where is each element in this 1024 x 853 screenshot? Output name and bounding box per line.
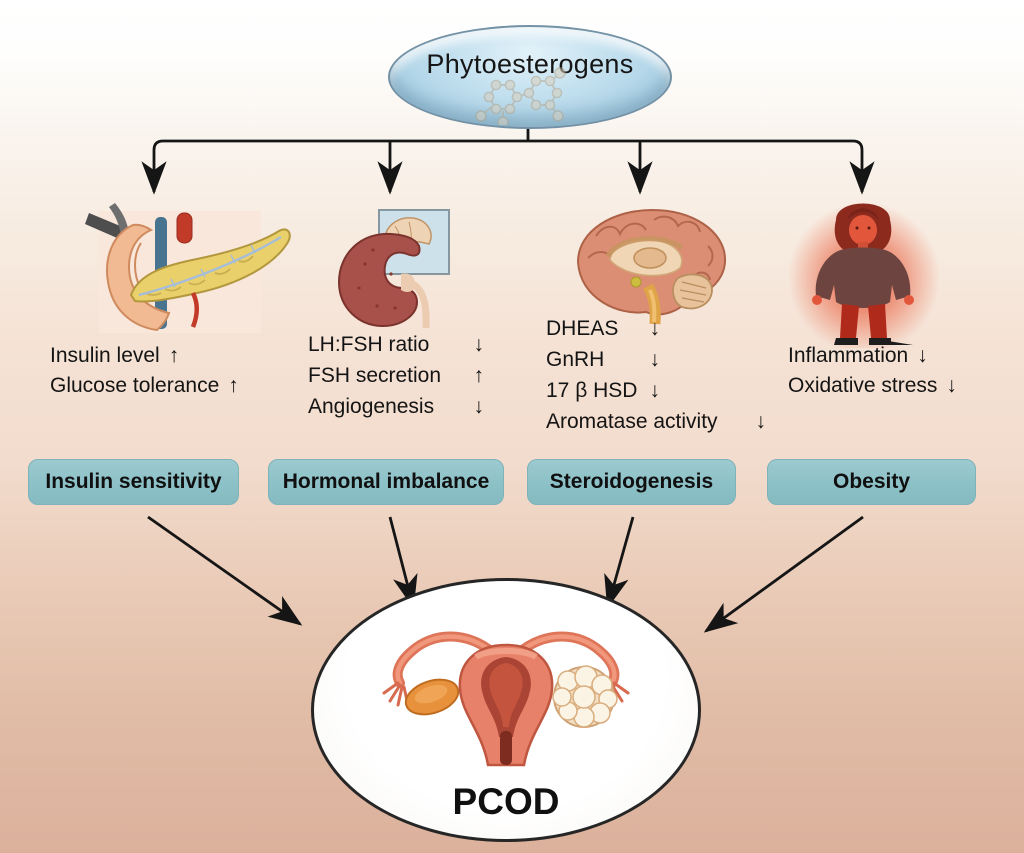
root-node-label: Phytoesterogens — [426, 49, 634, 79]
effect-label: LH:FSH ratio — [308, 333, 430, 356]
effect-label: Inflammation — [788, 344, 909, 367]
root-node-phytoestrogens: Phytoesterogens — [388, 25, 672, 129]
decrease-arrow-glyph: ↓ — [917, 344, 928, 367]
effect-line: LH:FSH ratio ↓ — [308, 329, 484, 360]
outcome-box-steroidogenesis: Steroidogenesis — [527, 459, 736, 505]
effect-line: Glucose tolerance ↑ — [50, 371, 239, 401]
effect-line: Inflammation ↓ — [788, 341, 957, 371]
effect-line: Oxidative stress ↓ — [788, 371, 957, 401]
outcome-box-obesity: Obesity — [767, 459, 976, 505]
decrease-arrow-glyph: ↓ — [649, 317, 661, 340]
effect-line: GnRH ↓ — [546, 344, 660, 375]
obese-woman-illustration — [786, 190, 941, 354]
obesity-effects-list: Inflammation ↓ Oxidative stress ↓ — [788, 341, 957, 401]
decrease-arrow-glyph: ↓ — [649, 379, 661, 402]
effect-label: Glucose tolerance — [50, 374, 220, 397]
effect-label: 17 β HSD — [546, 379, 638, 402]
effect-line: 17 β HSD ↓ — [546, 375, 660, 406]
outcome-label: Insulin sensitivity — [45, 470, 222, 493]
outcome-box-hormonal-imbalance: Hormonal imbalance — [268, 459, 504, 505]
effect-line: Insulin level ↑ — [50, 341, 239, 371]
pancreas-effects-list: Insulin level ↑ Glucose tolerance ↑ — [50, 341, 239, 401]
pancreas-illustration — [85, 203, 295, 340]
decrease-arrow-glyph: ↓ — [755, 410, 767, 433]
outcome-label: Steroidogenesis — [549, 470, 714, 493]
outcome-label: Hormonal imbalance — [282, 470, 490, 493]
brain-illustration — [562, 202, 740, 331]
brain-effects-list: DHEAS ↓ GnRH ↓ 17 β HSD ↓ Aromatase acti… — [546, 313, 766, 437]
increase-arrow-glyph: ↑ — [228, 374, 239, 397]
uterus-ovaries-illustration — [336, 593, 676, 788]
decrease-arrow-glyph: ↓ — [649, 348, 661, 371]
decrease-arrow-glyph: ↓ — [473, 395, 485, 418]
effect-label: DHEAS — [546, 317, 619, 340]
effect-line: Aromatase activity ↓ — [546, 406, 766, 437]
effect-label: FSH secretion — [308, 364, 442, 387]
effect-line: DHEAS ↓ — [546, 313, 660, 344]
effect-label: Angiogenesis — [308, 395, 435, 418]
outcome-box-insulin-sensitivity: Insulin sensitivity — [28, 459, 239, 505]
converge-arrow-obesity — [703, 515, 864, 633]
decrease-arrow-glyph: ↓ — [946, 374, 957, 397]
decrease-arrow-glyph: ↓ — [473, 333, 485, 356]
effect-label: Insulin level — [50, 344, 160, 367]
increase-arrow-glyph: ↑ — [168, 344, 180, 367]
increase-arrow-glyph: ↑ — [473, 364, 485, 387]
kidney-effects-list: LH:FSH ratio ↓ FSH secretion ↑ Angiogene… — [308, 329, 484, 422]
effect-label: GnRH — [546, 348, 605, 371]
converge-arrow-insulin — [147, 515, 303, 626]
outcome-label: Obesity — [832, 470, 911, 493]
branch-arrow-obesity — [849, 139, 875, 195]
effect-line: FSH secretion ↑ — [308, 360, 484, 391]
phytoestrogen-molecule-icon — [475, 67, 566, 125]
branch-arrow-pancreas — [141, 139, 167, 195]
effect-label: Aromatase activity — [546, 410, 718, 433]
effect-label: Oxidative stress — [788, 374, 938, 397]
pcod-label: PCOD — [452, 781, 560, 822]
effect-line: Angiogenesis ↓ — [308, 391, 484, 422]
final-node-pcod: PCOD — [311, 578, 701, 842]
kidney-adrenal-illustration — [325, 208, 475, 335]
